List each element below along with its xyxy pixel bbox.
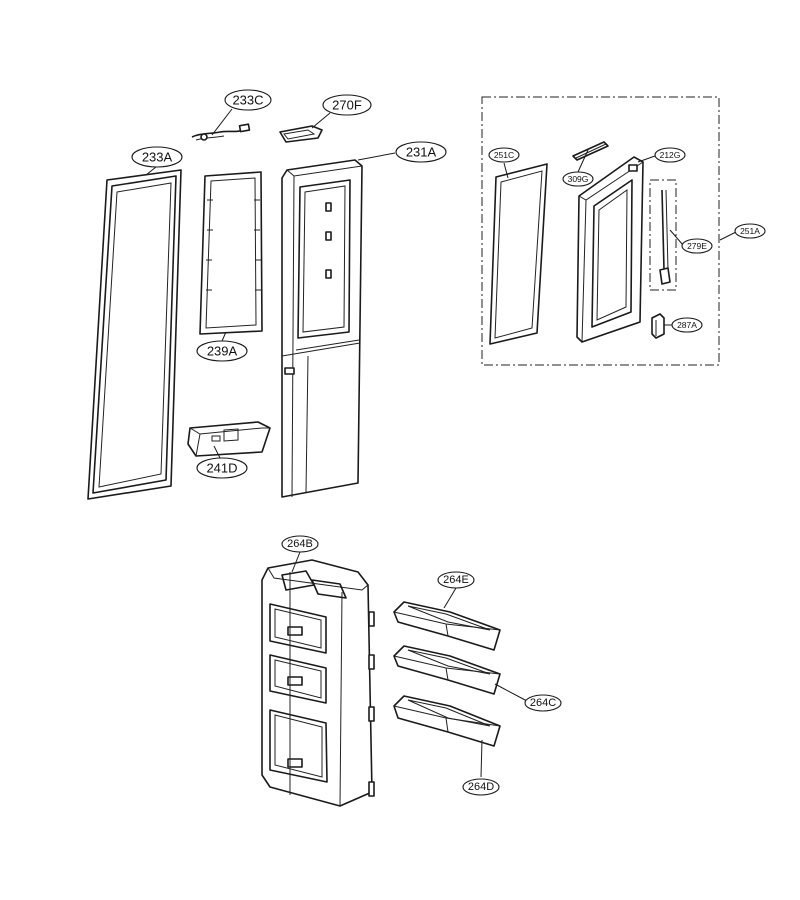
part-251c-gasket [489,163,548,345]
assembly-boundary-251a [481,96,720,366]
callout-241d: 241D [196,457,248,479]
callout-233c: 233C [224,89,272,111]
callout-212g: 212G [654,147,686,163]
svg-text:270F: 270F [332,98,362,113]
callout-251c: 251C [488,147,520,163]
callout-239a: 239A [196,340,248,362]
callout-233a: 233A [131,146,183,168]
callout-264d: 264D [462,778,500,796]
svg-text:264C: 264C [530,697,556,709]
svg-text:264E: 264E [443,574,469,586]
part-264e-shelf [393,601,501,651]
part-309g-strip [572,141,609,161]
part-239a-frame [199,171,263,335]
svg-text:287A: 287A [677,320,697,330]
svg-text:212G: 212G [660,150,681,160]
callout-251a: 251A [734,223,766,239]
svg-text:241D: 241D [206,461,237,476]
svg-text:251A: 251A [740,226,760,236]
svg-text:251C: 251C [494,150,514,160]
part-231a-door [281,159,363,498]
part-241d-bin [187,421,271,457]
callout-309g: 309G [562,171,594,187]
callout-231a: 231A [395,141,447,163]
leader-lines [145,108,737,778]
part-264d-shelf [393,695,501,747]
part-212g-door [576,156,644,343]
svg-text:264B: 264B [287,538,313,550]
svg-text:264D: 264D [468,781,494,793]
callout-264c: 264C [524,694,562,712]
callout-264e: 264E [437,571,475,589]
part-233c-wire-harness [191,123,251,141]
part-279e-hinge-bar [649,179,677,291]
svg-text:279E: 279E [687,241,707,251]
part-264c-shelf [393,645,501,695]
part-264b-door-liner [261,559,375,807]
svg-text:239A: 239A [207,344,238,359]
part-270f-cover [279,125,323,143]
callout-270f: 270F [322,94,372,116]
svg-text:233C: 233C [232,93,263,108]
callout-279e: 279E [681,238,713,254]
part-233a-gasket [87,169,182,500]
callout-264b: 264B [281,535,319,553]
svg-text:233A: 233A [142,150,173,165]
callout-287a: 287A [671,317,703,333]
svg-text:309G: 309G [568,174,589,184]
svg-text:231A: 231A [406,145,437,160]
part-287a-bracket [651,313,665,339]
